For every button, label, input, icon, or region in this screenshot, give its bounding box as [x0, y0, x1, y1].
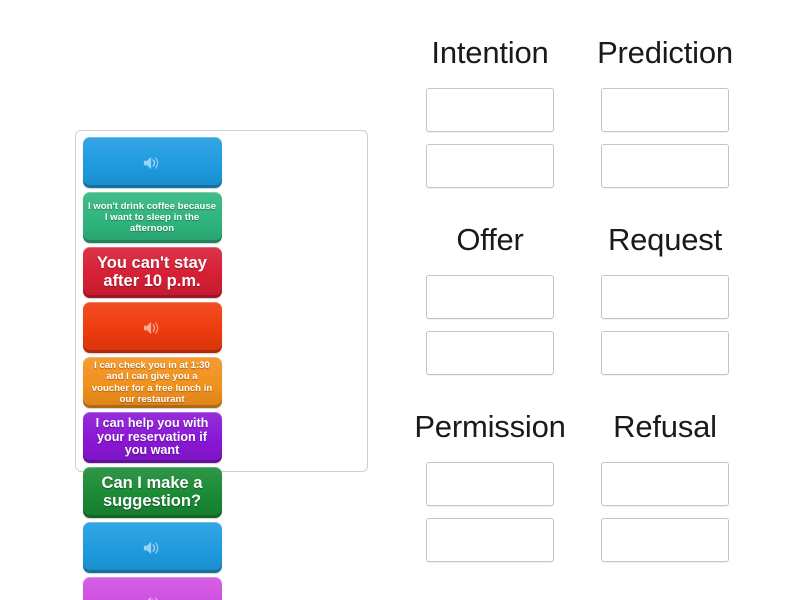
tile-label: I won't drink coffee because I want to s… — [87, 200, 217, 235]
speaker-icon[interactable] — [141, 319, 163, 337]
tile-7[interactable]: Can I make a suggestion? — [82, 467, 222, 518]
dropzone-offer-1[interactable] — [426, 275, 554, 319]
tile-label: I can help you with your reservation if … — [95, 416, 209, 458]
tile-4[interactable] — [82, 302, 222, 353]
category-refusal: Refusal — [575, 394, 755, 581]
dropzone-request-1[interactable] — [601, 275, 729, 319]
tile-8[interactable] — [82, 522, 222, 573]
category-title-offer: Offer — [456, 222, 524, 257]
speaker-icon[interactable] — [141, 594, 163, 600]
speaker-icon[interactable] — [141, 154, 163, 172]
category-title-request: Request — [607, 222, 723, 257]
tile-5[interactable]: I can check you in at 1:30 and I can giv… — [82, 357, 222, 408]
tile-label: Can I make a suggestion? — [101, 473, 203, 510]
speaker-icon[interactable] — [141, 539, 163, 557]
tile-label: I can check you in at 1:30 and I can giv… — [91, 359, 213, 405]
category-title-refusal: Refusal — [613, 409, 717, 444]
dropzone-prediction-1[interactable] — [601, 88, 729, 132]
dropzone-permission-2[interactable] — [426, 518, 554, 562]
tile-1[interactable] — [82, 137, 222, 188]
tile-9[interactable] — [82, 577, 222, 600]
tile-2[interactable]: I won't drink coffee because I want to s… — [82, 192, 222, 243]
category-prediction: Prediction — [575, 20, 755, 207]
category-permission: Permission — [400, 394, 580, 581]
category-row-1: Intention Prediction — [390, 20, 790, 207]
category-columns: Intention Prediction Offer Request — [390, 20, 790, 580]
category-row-2: Offer Request — [390, 207, 790, 394]
category-request: Request — [575, 207, 755, 394]
category-intention: Intention — [400, 20, 580, 207]
dropzone-permission-1[interactable] — [426, 462, 554, 506]
dropzone-prediction-2[interactable] — [601, 144, 729, 188]
category-title-prediction: Prediction — [597, 35, 733, 70]
dropzone-refusal-1[interactable] — [601, 462, 729, 506]
dropzone-intention-1[interactable] — [426, 88, 554, 132]
category-title-permission: Permission — [414, 409, 566, 444]
category-offer: Offer — [400, 207, 580, 394]
tile-label: You can't stay after 10 p.m. — [97, 253, 207, 290]
category-title-intention: Intention — [431, 35, 549, 70]
tile-pool: I won't drink coffee because I want to s… — [75, 130, 368, 600]
tile-6[interactable]: I can help you with your reservation if … — [82, 412, 222, 463]
dropzone-intention-2[interactable] — [426, 144, 554, 188]
dropzone-refusal-2[interactable] — [601, 518, 729, 562]
category-row-3: Permission Refusal — [390, 394, 790, 581]
tile-grid: I won't drink coffee because I want to s… — [80, 135, 363, 600]
dropzone-offer-2[interactable] — [426, 331, 554, 375]
dropzone-request-2[interactable] — [601, 331, 729, 375]
tile-3[interactable]: You can't stay after 10 p.m. — [82, 247, 222, 298]
